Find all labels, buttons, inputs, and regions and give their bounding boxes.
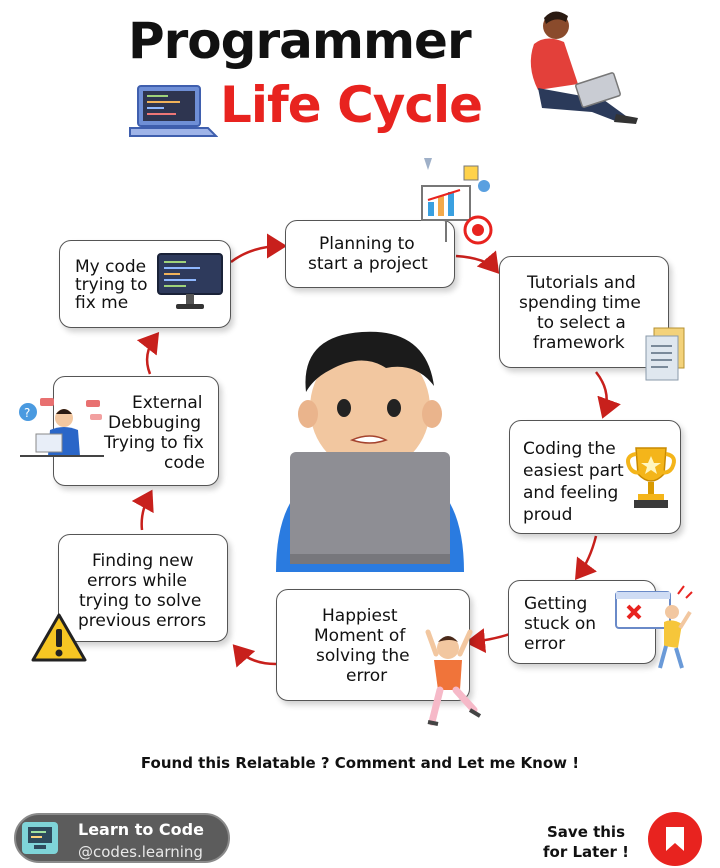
step-coding-line: Coding the: [523, 439, 616, 459]
brand-name: Learn to Code: [78, 820, 204, 839]
brand-logo-icon: [22, 822, 58, 854]
step-external-line: Trying to fix: [104, 433, 204, 453]
brand-badge[interactable]: [14, 813, 230, 863]
step-planning-line: start a project: [308, 254, 428, 274]
step-finding-line: Finding new: [92, 551, 194, 571]
jumping-person-icon: [425, 629, 482, 726]
documents-icon: [645, 327, 685, 381]
step-mycode-line: trying to: [75, 275, 148, 295]
brand-handle: @codes.learning: [78, 843, 203, 861]
step-happiest-line: solving the: [316, 646, 410, 666]
step-tutorials-line: spending time: [519, 293, 641, 313]
step-stuck-line: stuck on: [524, 614, 597, 634]
step-coding-line: easiest part: [523, 461, 624, 481]
step-finding-line: previous errors: [78, 611, 207, 631]
save-text: Save this for Later !: [536, 822, 636, 862]
step-external-line: Debbuging: [108, 413, 201, 433]
central-character: [276, 331, 464, 572]
step-finding-line: errors while: [87, 571, 187, 591]
step-tutorials-line: framework: [533, 333, 625, 353]
warning-icon: [31, 613, 87, 662]
step-external-line: code: [164, 453, 205, 473]
step-stuck-line: Getting: [524, 594, 588, 614]
step-tutorials: Tutorials and spending time to select a …: [499, 256, 669, 368]
footer-cta: Found this Relatable ? Comment and Let m…: [140, 754, 580, 772]
save-line-2: for Later !: [543, 843, 629, 861]
presentation-icon: [421, 158, 493, 245]
step-external-line: External: [132, 393, 203, 413]
step-mycode-line: My code: [75, 257, 147, 277]
step-tutorials-line: to select a: [537, 313, 626, 333]
debugging-person-icon: ?: [19, 398, 104, 457]
step-tutorials-line: Tutorials and: [527, 273, 636, 293]
title-line-1: Programmer: [128, 12, 472, 70]
step-stuck-line: error: [524, 634, 566, 654]
step-mycode-line: fix me: [75, 293, 129, 313]
save-button[interactable]: [648, 812, 702, 866]
step-finding-line: trying to solve: [79, 591, 202, 611]
step-external: External Debbuging Trying to fix code: [53, 376, 219, 486]
monitor-code-icon: [157, 253, 223, 309]
step-happiest-line: Happiest: [322, 606, 398, 626]
error-screen-icon: [615, 585, 693, 669]
trophy-icon: [626, 447, 676, 508]
save-line-1: Save this: [546, 823, 626, 841]
step-planning: Planning to start a project: [285, 220, 455, 288]
sitting-person-icon: [530, 11, 638, 124]
laptop-icon: [129, 85, 218, 137]
step-happiest-line: error: [346, 666, 388, 686]
step-coding-line: proud: [523, 505, 573, 525]
bookmark-icon: [666, 827, 684, 851]
step-finding: Finding new errors while trying to solve…: [58, 534, 228, 642]
step-coding-line: and feeling: [523, 483, 619, 503]
step-planning-line: Planning to: [319, 234, 415, 254]
svg-text:?: ?: [24, 406, 30, 420]
title-line-2: Life Cycle: [220, 76, 483, 134]
step-happiest-line: Moment of: [314, 626, 406, 646]
